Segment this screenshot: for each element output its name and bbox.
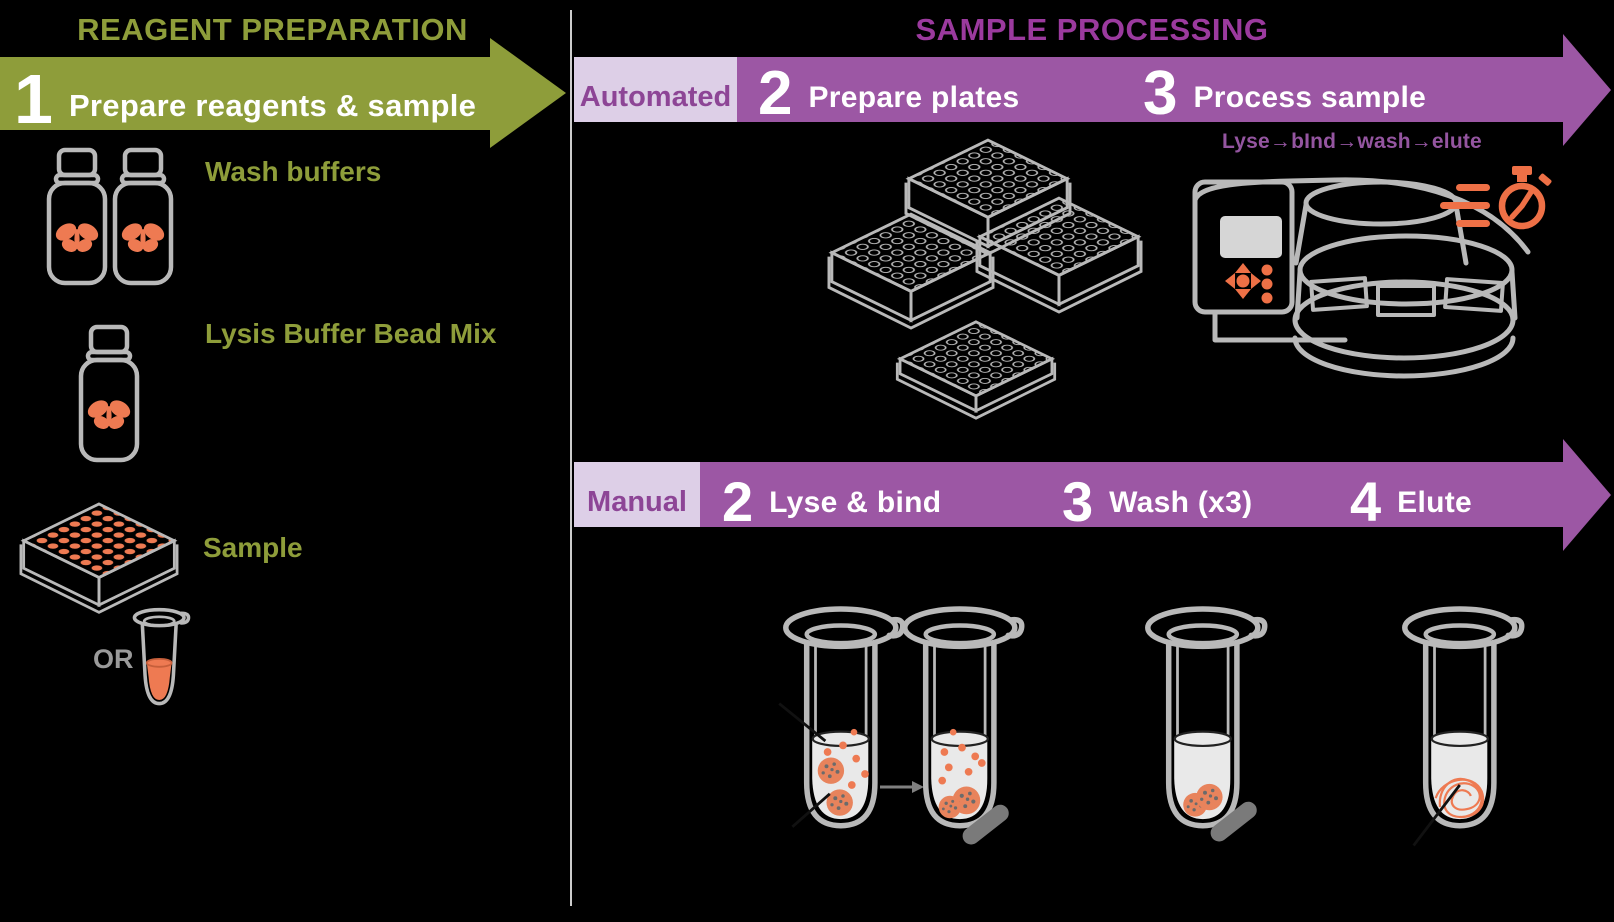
well-plate-icon — [895, 320, 1057, 420]
elute-tube-icon — [1402, 606, 1525, 847]
sample-plate-icon — [19, 502, 179, 614]
transition-arrow-icon — [880, 781, 924, 793]
step-number: 2 — [758, 59, 793, 129]
sample-tube-icon — [132, 607, 191, 706]
plate-slot — [1443, 277, 1505, 313]
manual-arrow — [700, 462, 1563, 527]
bind-tube-icon — [902, 606, 1025, 829]
section-divider — [570, 10, 572, 906]
process-sub-steps-label: Lyse→bInd→wash→elute — [1222, 130, 1482, 153]
step-label: Prepare reagents & sample — [68, 88, 477, 123]
magnet-icon — [1210, 801, 1257, 842]
arrow-head-icon — [1563, 439, 1611, 551]
wash-tube-icon — [1145, 606, 1268, 829]
magnetic-bead — [817, 757, 845, 784]
step-label: Prepare plates — [808, 81, 1020, 114]
stopwatch-icon — [1440, 166, 1552, 230]
lyse-tube-icon — [778, 606, 906, 829]
step-label: Elute — [1397, 486, 1473, 519]
reagent-bottle-icon — [46, 147, 108, 286]
instrument-icon — [1192, 166, 1552, 379]
speed-lines-icon — [1440, 184, 1490, 227]
automated-arrow — [737, 57, 1563, 122]
step-number: 2 — [722, 470, 754, 534]
butterfly-icon — [52, 219, 102, 255]
well-plate-icon — [827, 212, 995, 330]
step-number: 4 — [1350, 470, 1382, 534]
magnetic-bead — [826, 789, 853, 816]
magnet-icon — [962, 804, 1009, 845]
instrument-screen — [1220, 216, 1282, 258]
automated-step-2: 2 Prepare plates — [758, 57, 1020, 129]
well-plate-icon — [975, 196, 1143, 314]
plate-slot — [1309, 276, 1369, 312]
step-number: 3 — [1143, 59, 1178, 129]
sample-processing-title: SAMPLE PROCESSING — [915, 12, 1269, 47]
callout-line — [778, 702, 831, 828]
step-number: 1 — [14, 59, 53, 138]
instrument-dome — [1303, 179, 1459, 227]
step-label: Lyse & bind — [769, 486, 942, 519]
automated-step-3: 3 Process sample — [1143, 57, 1427, 129]
manual-step-4: 4 Elute — [1350, 462, 1473, 534]
reagent-preparation-title: REAGENT PREPARATION — [77, 12, 468, 47]
reagent-bottle-icon — [112, 147, 174, 286]
plate-slot — [1376, 284, 1436, 317]
step-number: 3 — [1062, 470, 1094, 534]
manual-step-2: 2 Lyse & bind — [722, 462, 942, 534]
manual-step-3: 3 Wash (x3) — [1062, 462, 1253, 534]
control-panel — [1192, 179, 1295, 315]
step-label: Process sample — [1193, 81, 1427, 114]
butterfly-icon — [118, 219, 168, 255]
or-label: OR — [93, 644, 134, 674]
step-label: Wash (x3) — [1109, 486, 1253, 519]
step-1: 1 Prepare reagents & sample — [14, 57, 477, 138]
dpad-buttons — [1225, 263, 1273, 304]
arrow-head-icon — [490, 38, 566, 148]
lysis-buffer-label: Lysis Buffer Bead Mix — [205, 318, 497, 349]
callout-line — [1412, 784, 1461, 847]
eluted-nucleic-acid — [1434, 777, 1485, 819]
instrument-lid-outline — [1192, 177, 1531, 255]
wash-buffers-label: Wash buffers — [205, 156, 382, 187]
reagent-bottle-icon — [78, 324, 140, 463]
arrow-head-icon — [1563, 34, 1611, 146]
bead-dots — [823, 728, 869, 789]
butterfly-icon — [84, 396, 134, 432]
sample-label: Sample — [203, 532, 303, 563]
manual-mode-badge: Manual — [574, 462, 700, 527]
bead-dots — [938, 728, 986, 785]
automated-mode-badge: Automated — [574, 57, 737, 122]
reagent-preparation-arrow — [0, 57, 490, 130]
